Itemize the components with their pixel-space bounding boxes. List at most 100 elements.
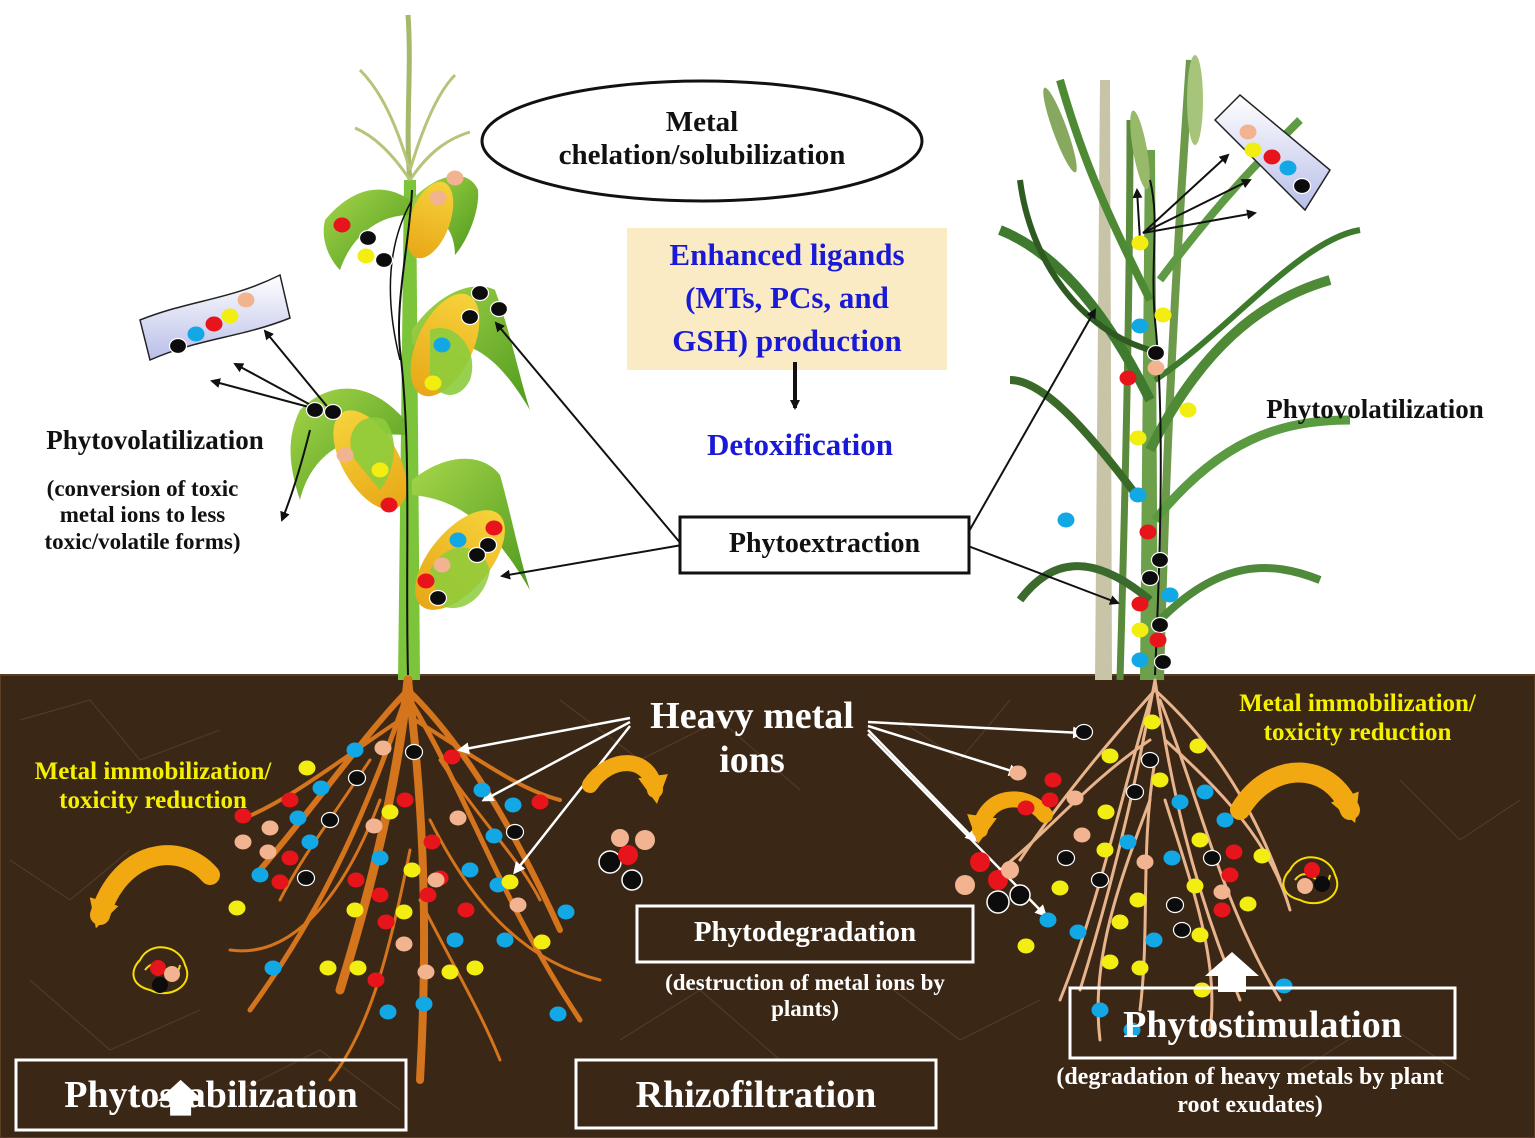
metal-ion-dot [281, 792, 299, 808]
metal-ion-dot [1090, 871, 1110, 889]
metal-ion-dot [1017, 938, 1035, 954]
metal-ion-dot [1131, 960, 1149, 976]
metal-ion-dot [1147, 360, 1165, 376]
metal-ion-dot [473, 782, 491, 798]
metal-ion-dot [1149, 632, 1167, 648]
metal-ion-dot [237, 292, 255, 308]
phytostimulation-label: Phytostimulation [1123, 1004, 1402, 1046]
metal-ion-dot [501, 874, 519, 890]
metal-ion-dot [395, 904, 413, 920]
metal-ion-dot [379, 1004, 397, 1020]
metal-ion-dot [1189, 738, 1207, 754]
metal-ion-dot [1123, 1022, 1141, 1038]
metal-ion-dot [496, 932, 514, 948]
wheat-plant [998, 55, 1361, 681]
metal-ion-dot [1179, 402, 1197, 418]
metal-ion-dot [1239, 124, 1257, 140]
metal-ion-dot [1073, 827, 1091, 843]
metal-ion-dot [1279, 160, 1297, 176]
phytovolatilization-right-title: Phytovolatilization [1266, 394, 1484, 424]
metal-ion-dot [1039, 912, 1057, 928]
metal-ion-dot [1216, 812, 1234, 828]
phytostimulation-up-arrow [1205, 952, 1259, 992]
metal-ion-dot [1253, 848, 1271, 864]
metal-ion-dot [234, 834, 252, 850]
metal-ion-dot [1125, 783, 1145, 801]
metal-ion-dot [485, 520, 503, 536]
metal-ion-dot [1165, 896, 1185, 914]
metal-ion-dot [381, 804, 399, 820]
metal-ion-dot [441, 964, 459, 980]
metal-ion-dot [429, 190, 447, 206]
phytostabilization-box [14, 1058, 408, 1132]
metal-ion-dot [365, 818, 383, 834]
immob-left-line2: toxicity reduction [59, 786, 247, 814]
ligands-line1: Enhanced ligands [669, 237, 905, 272]
metal-ion-dot [1044, 772, 1062, 788]
phytoextraction-arrows [494, 308, 1120, 605]
metal-ion-dot [298, 760, 316, 776]
metal-ion-dot [504, 797, 522, 813]
phytovol-left-desc2: metal ions to less [59, 502, 226, 528]
metal-ion-dot [531, 794, 549, 810]
metal-ion-dot [1196, 784, 1214, 800]
metal-ion-dot [1096, 842, 1114, 858]
immobilization-left-label: Metal immobilization/ toxicity reduction [8, 758, 298, 816]
metal-ion-dot [1119, 370, 1137, 386]
chelation-line1: Metal [665, 106, 739, 138]
metal-ion-dot [1140, 569, 1160, 587]
volatilization-arrows-left [210, 329, 331, 522]
degradation-pieces-right [955, 852, 1031, 914]
phytostabilization-up-arrow [157, 1079, 204, 1116]
metal-ion-dot [446, 170, 464, 186]
metal-ion-dot [1146, 344, 1166, 362]
phytodegradation-desc: (destruction of metal ions by plants) [600, 970, 1010, 1023]
metal-ion-dot [1292, 177, 1312, 195]
metal-ion-dot [1145, 932, 1163, 948]
immob-right-line1: Metal immobilization/ [1239, 690, 1476, 717]
metal-ion-dot [1131, 622, 1149, 638]
metal-ion-dot [319, 960, 337, 976]
metal-ion-dot [433, 557, 451, 573]
metal-ion-dot [549, 1006, 567, 1022]
heavy-metal-arrows [457, 716, 1085, 918]
ligands-line3: GSH) production [672, 322, 902, 358]
metal-ion-dot [346, 902, 364, 918]
heavy-metal-line1: Heavy metal [650, 695, 854, 737]
metal-ion-dot [377, 914, 395, 930]
metal-ion-dot [374, 251, 394, 269]
metal-ion-dot [1066, 790, 1084, 806]
ligands-box [627, 228, 947, 370]
metal-ion-dot [1143, 714, 1161, 730]
metal-ion-dot [423, 834, 441, 850]
rhizofiltration-label: Rhizofiltration [635, 1074, 877, 1116]
metal-ion-dot [1161, 587, 1179, 603]
metal-ion-dot [1191, 927, 1209, 943]
metal-ion-dot [349, 960, 367, 976]
metal-ion-dot [1111, 914, 1129, 930]
chelation-line2: chelation/solubilization [558, 139, 846, 172]
metal-ion-dot [1163, 850, 1181, 866]
metal-ion-dot [1091, 1002, 1109, 1018]
metal-ion-dot [228, 900, 246, 916]
metal-ion-dot [1017, 800, 1035, 816]
metal-ion-dot [1101, 954, 1119, 970]
ligands-line2: (MTs, PCs, and [685, 279, 889, 315]
metal-ion-dot [234, 808, 252, 824]
metal-ion-dot [1129, 430, 1147, 446]
metal-ion-dot [427, 872, 445, 888]
metal-ion-dot [1186, 878, 1204, 894]
metal-ion-dot [281, 850, 299, 866]
metal-ion-dot [1221, 867, 1239, 883]
phytovolatilization-left-desc: (conversion of toxic metal ions to less … [0, 476, 285, 555]
detoxification-label: Detoxification [707, 427, 893, 462]
ligands-label: Enhanced ligands (MTs, PCs, and GSH) pro… [627, 234, 947, 362]
metal-ion-dot [1151, 772, 1169, 788]
phytovol-left-desc3: toxic/volatile forms) [44, 528, 241, 554]
metal-ion-dot [371, 850, 389, 866]
metal-ion-dot [1213, 902, 1231, 918]
phytoextraction-box [678, 515, 971, 575]
metal-ion-dot [396, 792, 414, 808]
metal-ion-dot [1150, 551, 1170, 569]
metal-ion-dot [333, 217, 351, 233]
